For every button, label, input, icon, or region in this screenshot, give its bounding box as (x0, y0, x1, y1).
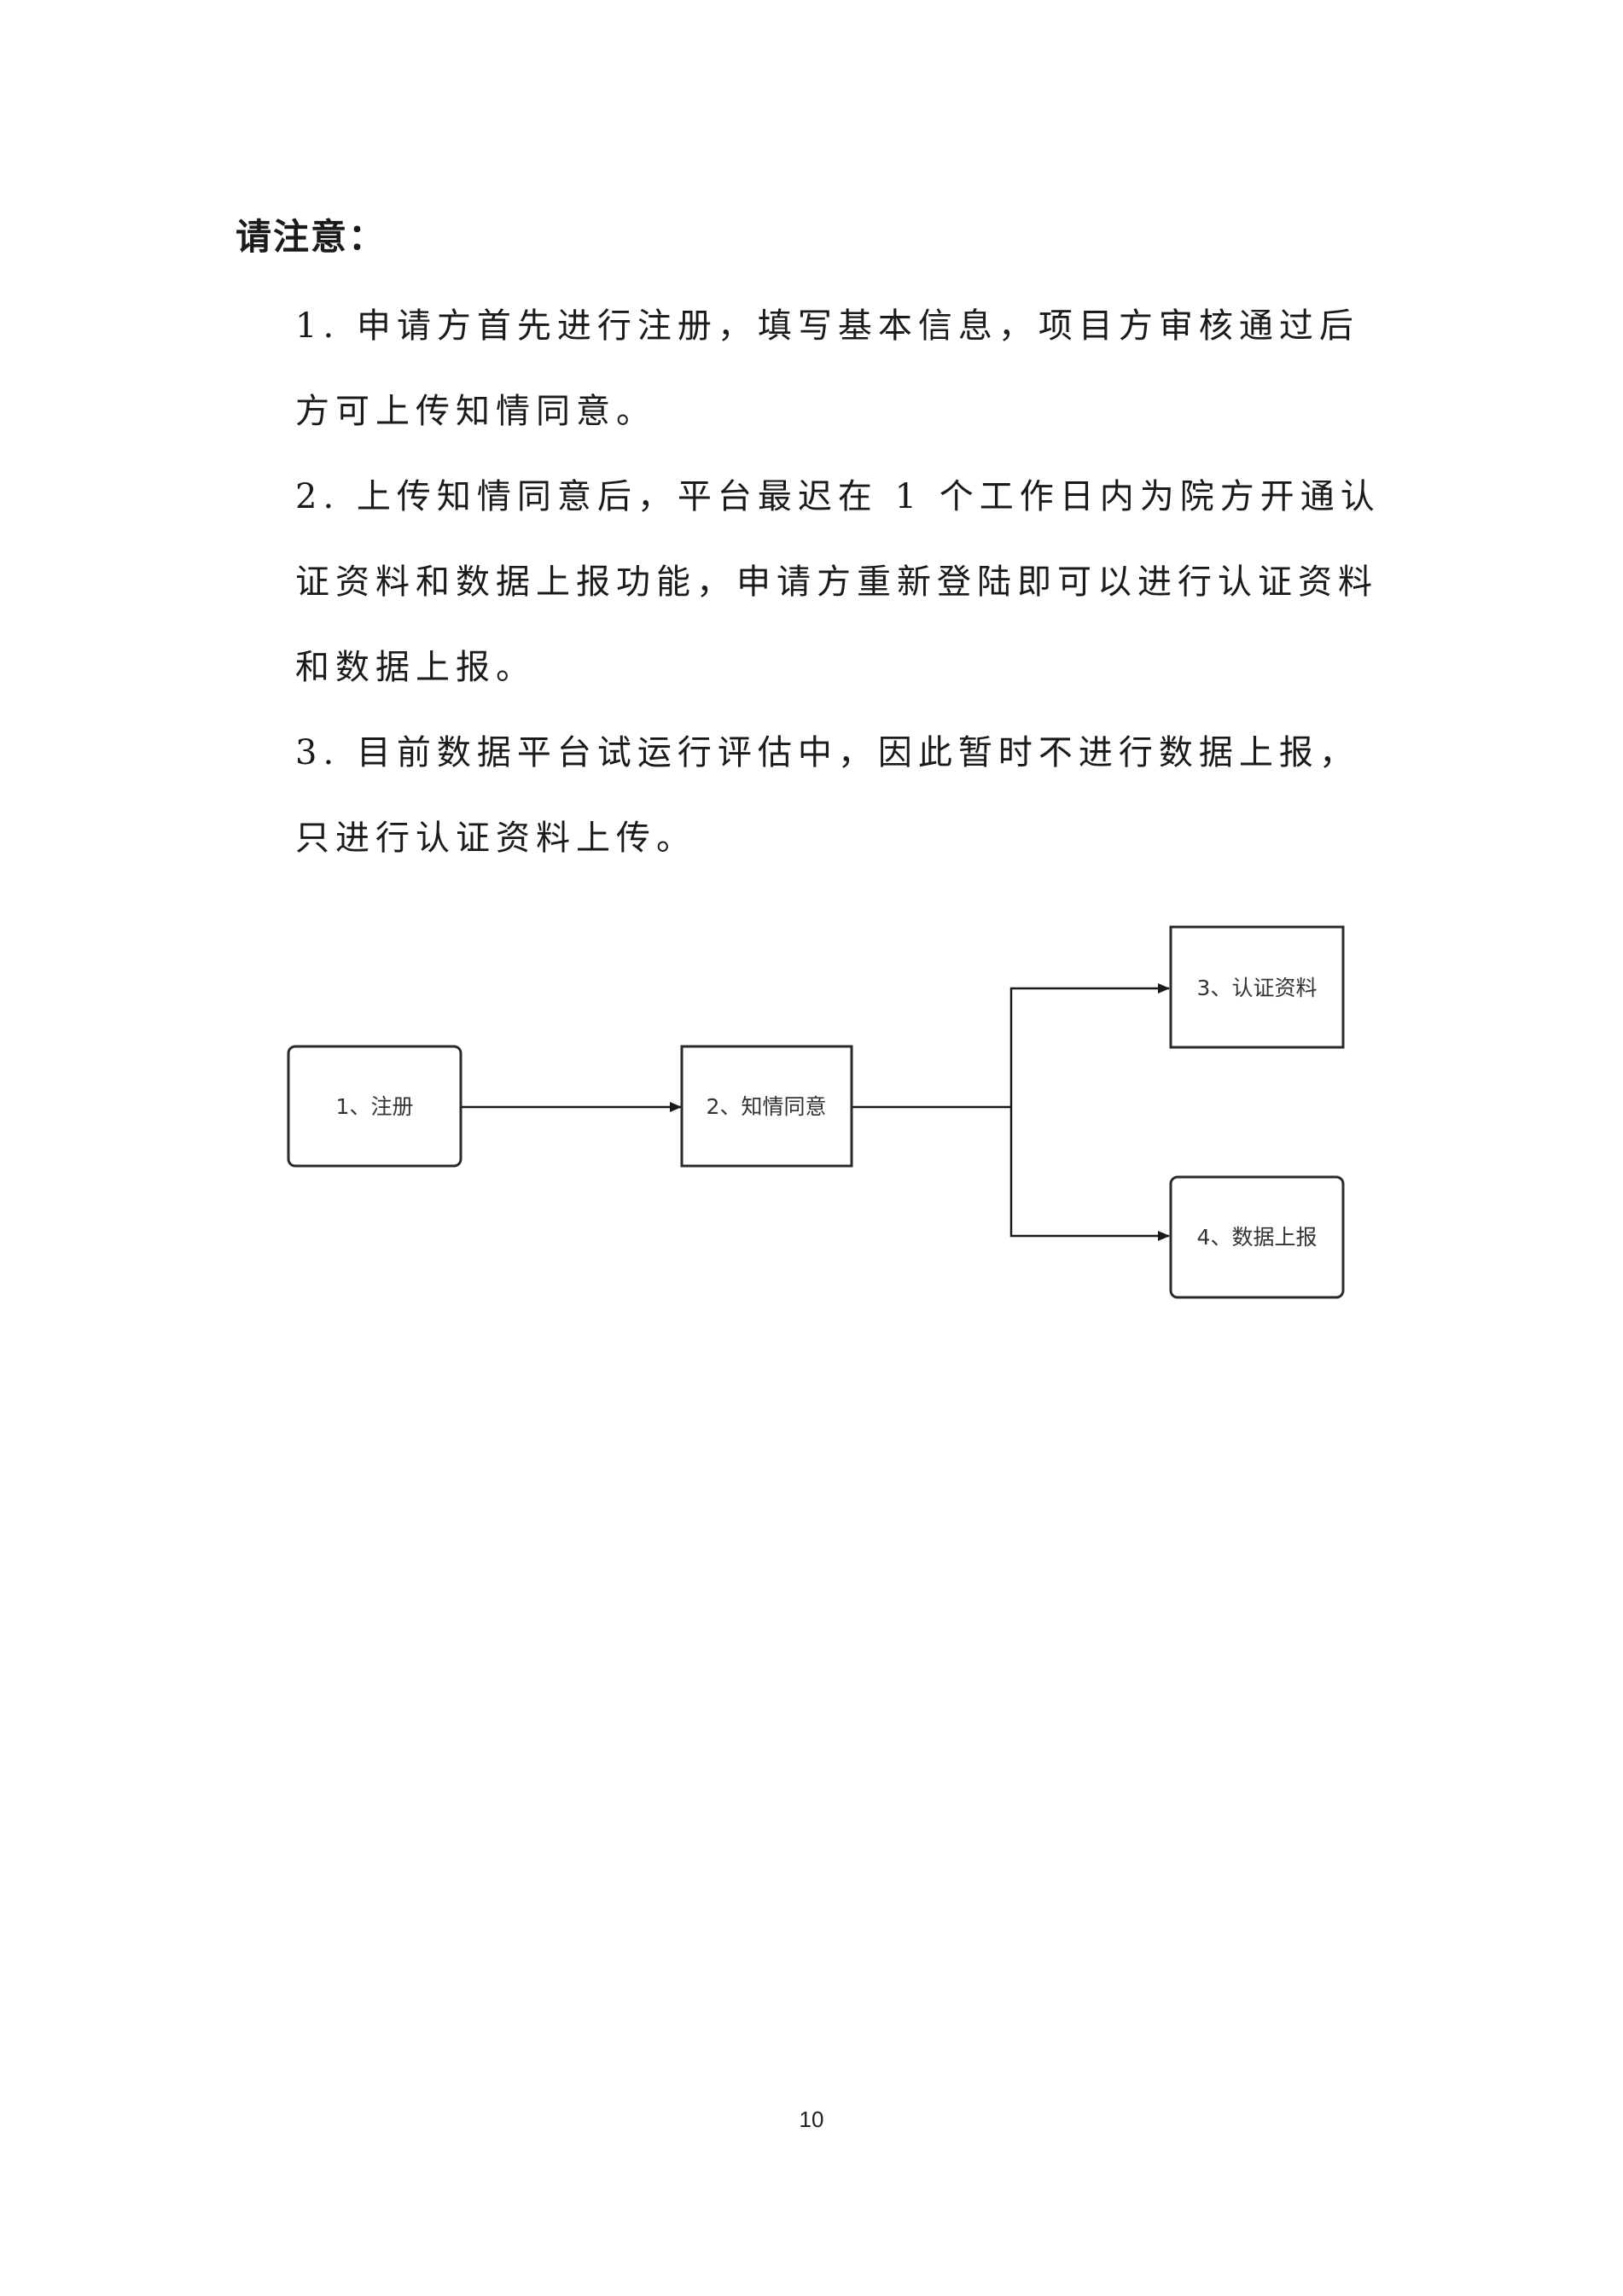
edge-consent-to-certification (1009, 983, 1170, 1107)
node-certification-label: 3、认证资料 (1197, 976, 1318, 1000)
node-certification: 3、认证资料 (1169, 925, 1345, 1049)
notice-item-3: 3. 目前数据平台试运行评估中，因此暂时不进行数据上报，只进行认证资料上传。 (295, 733, 1359, 858)
node-data-report: 4、数据上报 (1169, 1175, 1345, 1299)
node-consent-label: 2、知情同意 (707, 1094, 827, 1119)
edge-consent-to-data-report (1009, 1107, 1170, 1241)
node-register: 1、注册 (287, 1045, 462, 1168)
page-number: 10 (799, 2107, 824, 2132)
notice-item-1: 1. 申请方首先进行注册，填写基本信息，项目方审核通过后方可上传知情同意。 (295, 306, 1359, 431)
node-data-report-label: 4、数据上报 (1197, 1225, 1318, 1250)
notice-item-2: 2. 上传知情同意后，平台最迟在 1 个工作日内为院方开通认证资料和数据上报功能… (295, 477, 1381, 687)
notice-title: 请注意： (236, 216, 387, 258)
node-register-label: 1、注册 (336, 1094, 414, 1119)
node-consent: 2、知情同意 (680, 1045, 853, 1168)
process-flowchart: 1、注册 2、知情同意 3、认证资料 4、数据上报 (287, 925, 1345, 1299)
